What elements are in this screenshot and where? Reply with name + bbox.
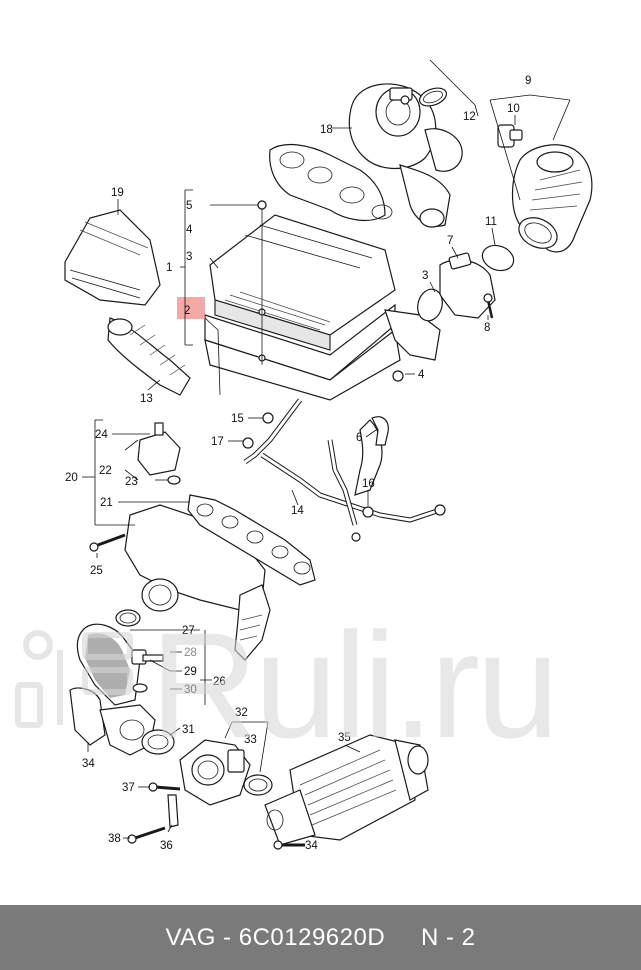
- callout-4: 4: [186, 224, 193, 236]
- hose-6-drawing: [371, 416, 389, 446]
- part-number-footer: VAG - 6C0129620D N - 2: [0, 905, 641, 970]
- bolt-36-37-38-drawing: [127, 782, 181, 844]
- callout-12: 12: [463, 111, 476, 123]
- callout-38: 38: [108, 833, 121, 845]
- part-number-text: VAG - 6C0129620D N - 2: [165, 923, 476, 951]
- callout-24: 24: [95, 429, 108, 441]
- pressure-sensor-drawing: [137, 422, 181, 485]
- callout-3-right: 3: [422, 270, 428, 282]
- vent-pipes-drawing: [242, 398, 446, 542]
- o-ring-30-drawing: [132, 683, 148, 693]
- callout-37: 37: [122, 782, 135, 794]
- callout-4-right: 4: [418, 369, 425, 381]
- callout-34-left: 34: [82, 758, 95, 770]
- clamp-12-drawing: [418, 87, 448, 107]
- intake-pipe-drawing: [417, 252, 496, 322]
- callout-8: 8: [484, 322, 490, 334]
- callout-2: 2: [184, 305, 190, 317]
- callout-33: 33: [244, 734, 257, 746]
- callout-34-right: 34: [305, 840, 318, 852]
- callout-20: 20: [65, 472, 78, 484]
- callout-28: 28: [184, 647, 197, 659]
- callout-18: 18: [320, 124, 333, 136]
- callout-3: 3: [186, 251, 192, 263]
- callout-25: 25: [90, 565, 103, 577]
- bolt-5-drawing: [257, 200, 267, 210]
- callout-16: 16: [362, 478, 375, 490]
- callout-6: 6: [356, 432, 362, 444]
- air-filter-housing-drawing: [204, 200, 441, 401]
- turbocharger-drawing: [269, 83, 463, 228]
- callout-23: 23: [125, 476, 138, 488]
- intercooler-drawing: [264, 734, 429, 850]
- callout-31: 31: [182, 724, 195, 736]
- callout-30: 30: [184, 684, 197, 696]
- parts-diagram: 1 2 3 3 4 4 5 6 7 8 9 10 11 12 13 14 15 …: [64, 59, 593, 852]
- bolt-25-drawing: [89, 533, 126, 552]
- callout-5: 5: [186, 200, 192, 212]
- callout-29: 29: [184, 666, 197, 678]
- throttle-body-drawing: [179, 739, 273, 806]
- air-intake-duct-drawing: [64, 209, 191, 396]
- callout-32: 32: [235, 707, 248, 719]
- callout-17: 17: [211, 436, 224, 448]
- callout-36: 36: [160, 840, 173, 852]
- charge-air-hose-drawing: [481, 124, 593, 272]
- callout-labels: 1 2 3 3 4 4 5 6 7 8 9 10 11 12 13 14 15 …: [65, 75, 531, 852]
- callout-19: 19: [111, 187, 124, 199]
- callout-22: 22: [99, 465, 112, 477]
- callout-27: 27: [182, 625, 195, 637]
- callout-7: 7: [447, 235, 453, 247]
- intake-manifold-drawing: [124, 494, 316, 661]
- gasket-31-drawing: [141, 729, 175, 755]
- callout-1: 1: [166, 262, 172, 274]
- callout-15: 15: [231, 413, 244, 425]
- callout-11: 11: [485, 216, 497, 228]
- callout-13: 13: [140, 393, 153, 405]
- callout-26: 26: [213, 676, 226, 688]
- callout-35: 35: [338, 732, 351, 744]
- callout-21: 21: [100, 497, 113, 509]
- callout-14: 14: [291, 505, 304, 517]
- highlight-part-2: [177, 297, 205, 319]
- callout-10: 10: [507, 103, 520, 115]
- leader-lines: [82, 59, 571, 846]
- callout-9: 9: [525, 75, 531, 87]
